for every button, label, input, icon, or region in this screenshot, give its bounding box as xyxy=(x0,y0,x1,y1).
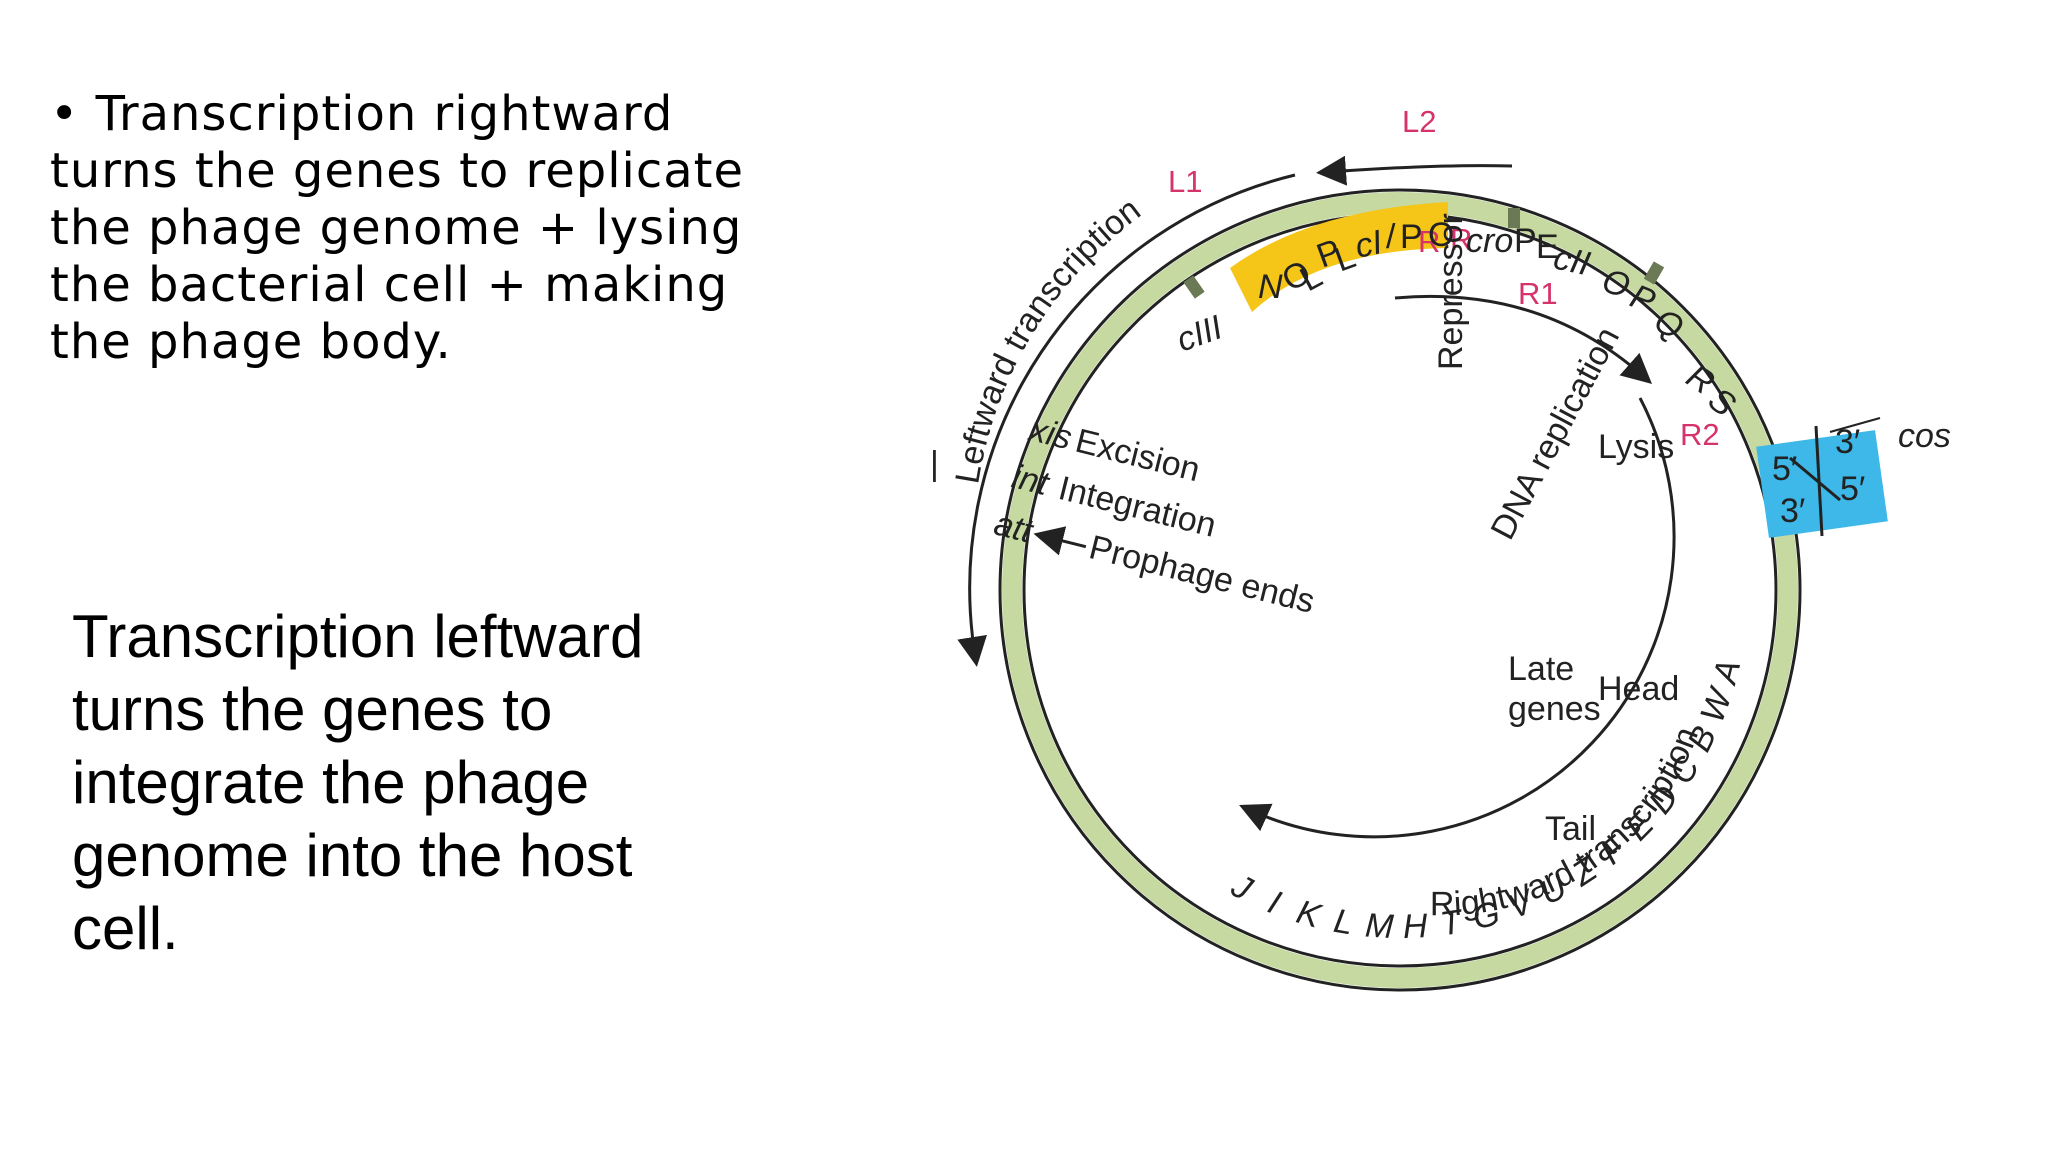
cos-5prime-b: 5′ xyxy=(1840,470,1865,508)
cos-5prime-a: 5′ xyxy=(1772,450,1797,488)
gene-L: L xyxy=(1331,902,1356,943)
L1-label: L1 xyxy=(1168,164,1202,199)
rightward-transcription-text: • Transcription rightward turns the gene… xyxy=(50,86,745,370)
left-bracket-mark: | xyxy=(930,445,939,483)
gene-cro: cro xyxy=(1466,222,1513,260)
att-site: att xyxy=(990,505,1037,551)
lambda-phage-genome-diagram: 5′ 3′ 3′ 5′ cos L1 L2 Leftward transcrip… xyxy=(900,80,2020,1040)
L2-arrow xyxy=(1316,155,1513,186)
gene-H: H xyxy=(1402,907,1429,946)
slash: / xyxy=(1386,218,1396,256)
ring-marker xyxy=(1508,208,1520,228)
cos-3prime-a: 3′ xyxy=(1835,423,1860,461)
gene-W: W xyxy=(1693,682,1741,728)
integration-labels: xis Excision int Integration att Prophag… xyxy=(990,410,1318,621)
gene-PR: P xyxy=(1400,218,1423,256)
late-genes-label-1: Late xyxy=(1508,650,1574,688)
gene-N: N xyxy=(1258,268,1283,306)
ring-marker xyxy=(1183,275,1205,299)
ring-outer-border xyxy=(998,188,1802,992)
sub-PR: R xyxy=(1418,224,1440,259)
regulatory-region xyxy=(1230,202,1448,312)
cos-pointer xyxy=(1829,417,1881,433)
gene-J: J xyxy=(1224,866,1259,908)
L2-label: L2 xyxy=(1402,104,1436,139)
gene-PE: P xyxy=(1514,222,1537,260)
ring-marker xyxy=(1643,261,1665,285)
late-transcription-arrow xyxy=(1239,397,1676,839)
sub-OR: R xyxy=(1450,222,1472,257)
leftward-transcription-text: Transcription leftward turns the genes t… xyxy=(72,603,644,962)
att-arrow xyxy=(1033,526,1087,556)
gene-A: A xyxy=(1705,656,1748,689)
gene-K: K xyxy=(1292,893,1325,936)
late-genes-label-2: genes xyxy=(1508,690,1601,728)
leftward-arc-arrow xyxy=(957,173,1296,667)
R1-label: R1 xyxy=(1518,276,1558,311)
tail-label: Tail xyxy=(1545,810,1596,848)
lambda-map-svg: 5′ 3′ 3′ 5′ cos L1 L2 Leftward transcrip… xyxy=(930,104,1951,992)
head-label: Head xyxy=(1598,670,1679,708)
gene-cIII: cIII xyxy=(1172,308,1228,359)
lysis-label: Lysis xyxy=(1598,428,1674,466)
R2-label: R2 xyxy=(1680,417,1720,452)
sub-PE: E xyxy=(1536,228,1559,266)
cos-label: cos xyxy=(1898,417,1951,455)
R1-arrow xyxy=(1394,294,1652,384)
genome-ring xyxy=(1002,192,1798,988)
gene-I: I xyxy=(1263,883,1286,922)
repressor-label: Repressor xyxy=(1432,213,1470,370)
gene-cII: cII xyxy=(1550,239,1594,284)
cos-strand xyxy=(1789,456,1841,502)
cos-3prime-b: 3′ xyxy=(1780,492,1805,530)
gene-OR: O xyxy=(1428,216,1454,254)
gene-M: M xyxy=(1364,906,1395,946)
